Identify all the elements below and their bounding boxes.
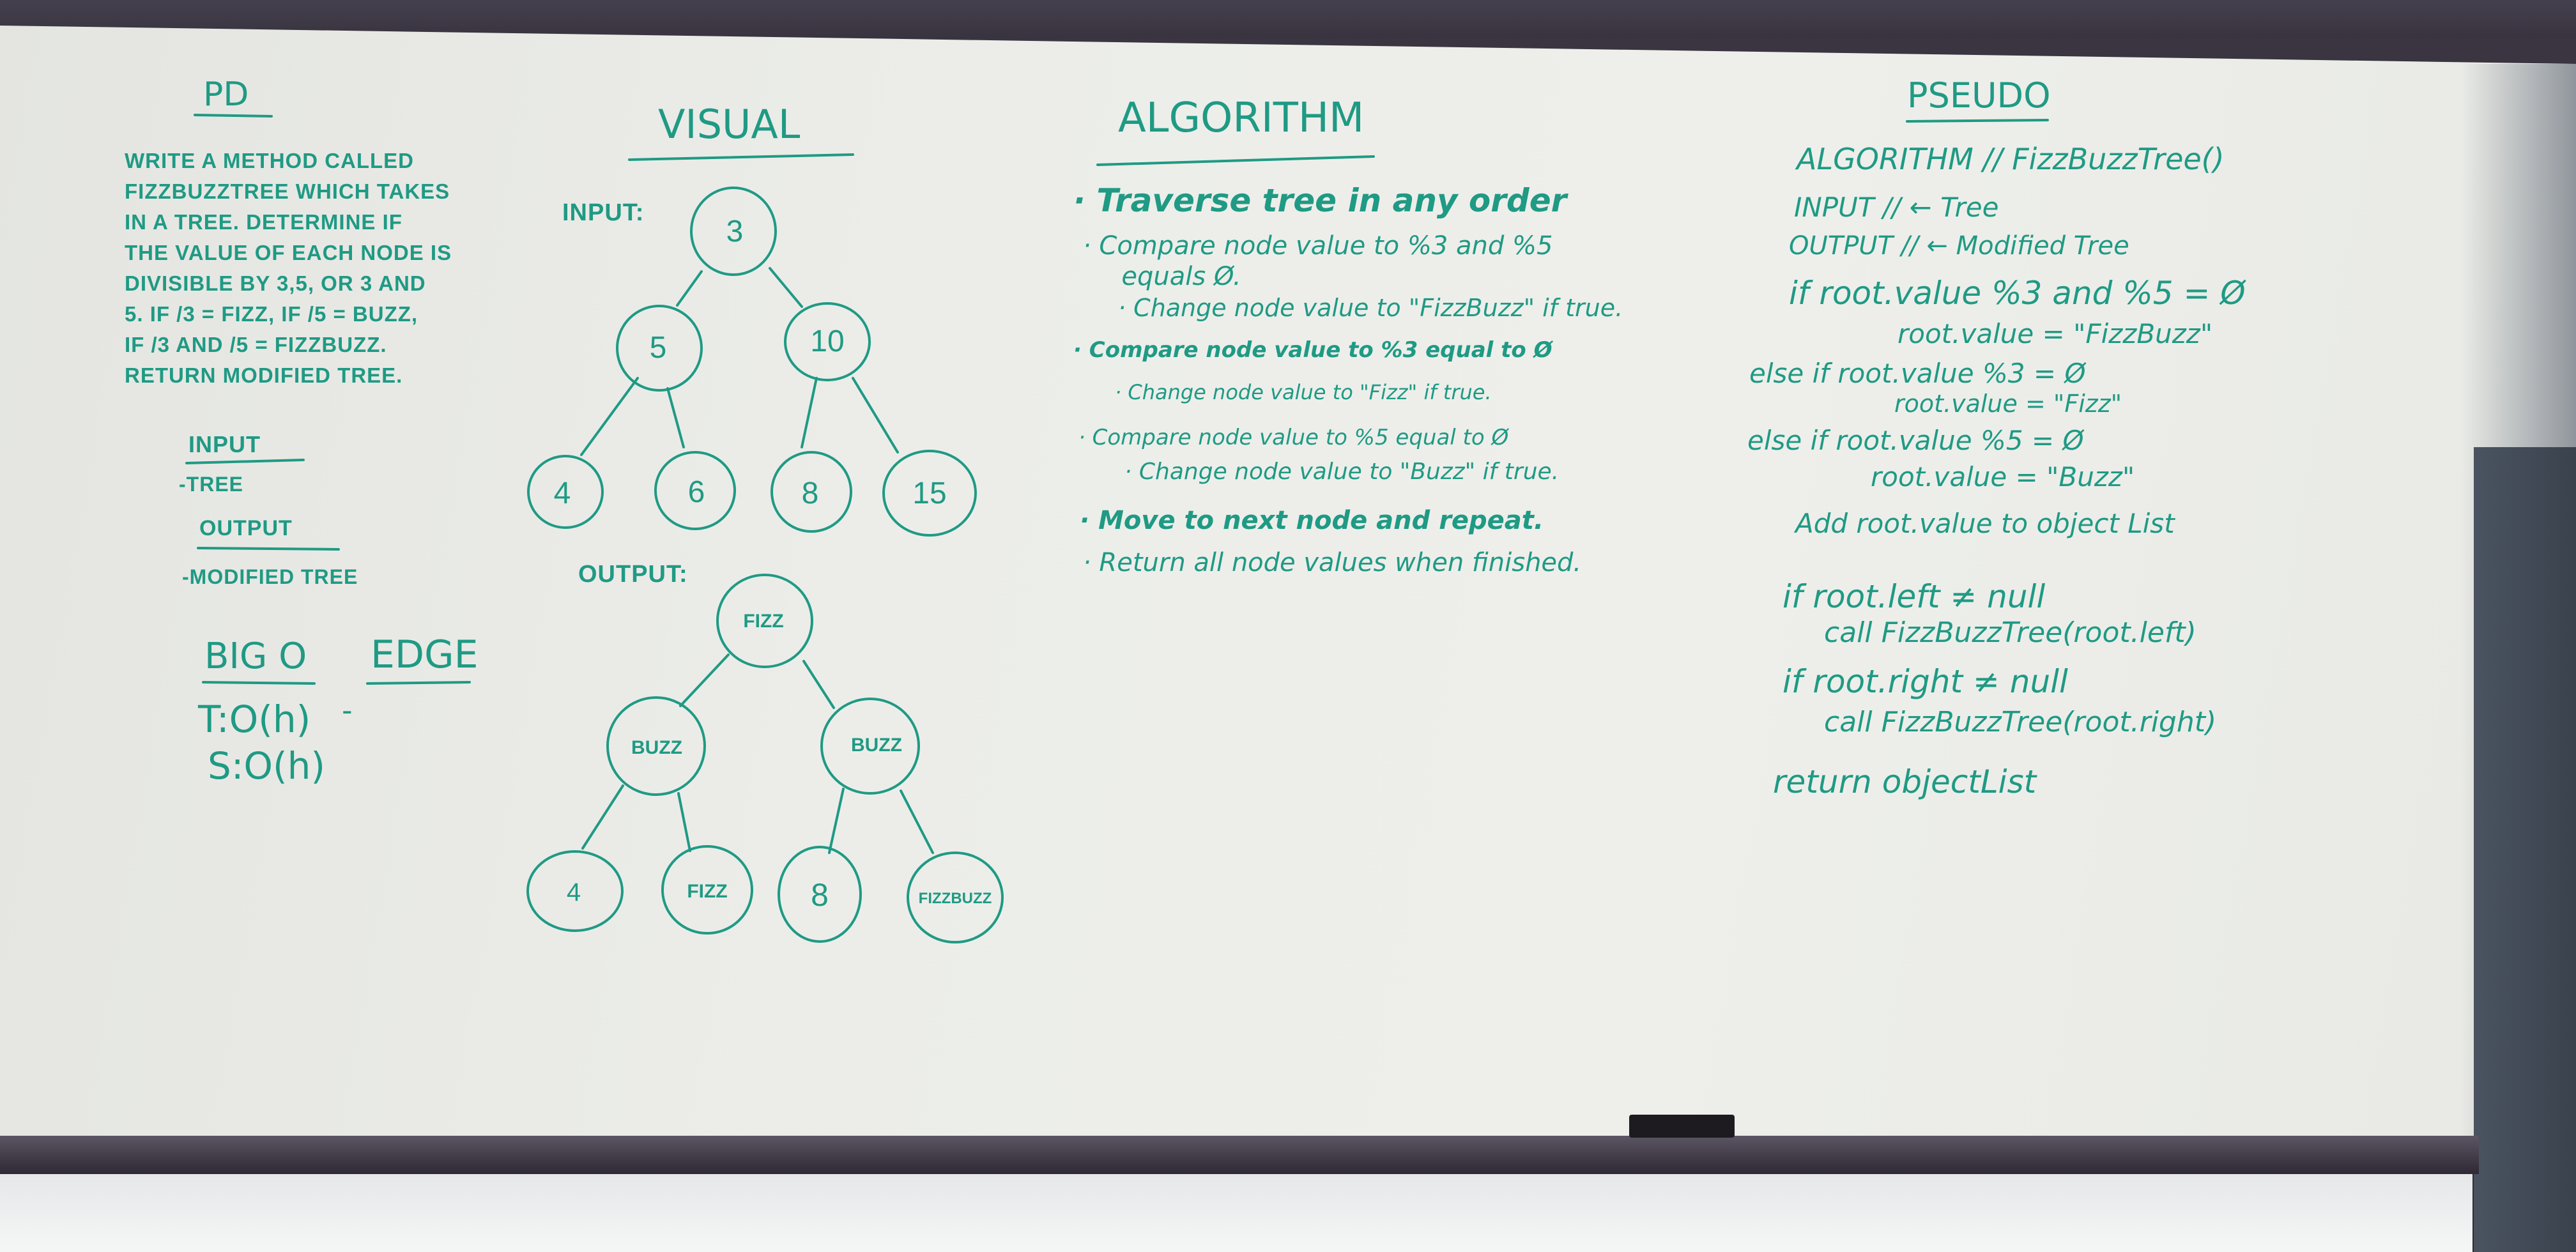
node-value: 8 — [811, 877, 829, 913]
pd-input-heading: INPUT — [188, 431, 261, 457]
pseudo-line: root.value = "Buzz" — [1871, 461, 2135, 492]
whiteboard — [0, 26, 2576, 1140]
bigo-heading: BIG O — [204, 636, 307, 677]
node-value: 4 — [554, 477, 571, 510]
input-tree-edges — [580, 267, 899, 456]
pseudo-line: if root.left ≠ null — [1782, 578, 2046, 615]
pseudo-line: else if root.value %3 = Ø — [1749, 358, 2086, 389]
pd-line: WRITE A METHOD CALLED — [125, 149, 415, 172]
tree-node — [654, 451, 736, 530]
node-value: BUZZ — [631, 737, 682, 758]
time-complexity: T:O(h) — [198, 698, 311, 741]
pseudo-line: OUTPUT // ← Modified Tree — [1789, 231, 2129, 261]
pseudo-line: if root.right ≠ null — [1782, 663, 2068, 700]
node-value: 4 — [567, 878, 581, 906]
edge-heading: EDGE — [371, 632, 479, 677]
pseudo-line: root.value = "FizzBuzz" — [1897, 318, 2213, 349]
marker-tray — [0, 1136, 2479, 1174]
pseudo-line: ALGORITHM // FizzBuzzTree() — [1797, 142, 2225, 176]
pseudo-heading: PSEUDO — [1907, 75, 2051, 116]
pd-line: RETURN MODIFIED TREE. — [125, 363, 403, 387]
visual-heading: VISUAL — [658, 101, 801, 148]
pd-output-value: -MODIFIED TREE — [182, 565, 358, 588]
node-value: 8 — [802, 477, 819, 510]
pd-input-value: -TREE — [179, 473, 243, 496]
tree-node — [606, 696, 706, 796]
pseudo-line: call FizzBuzzTree(root.right) — [1824, 706, 2217, 738]
tree-node — [616, 305, 703, 392]
algorithm-step: · Traverse tree in any order — [1073, 182, 1567, 219]
wall-below — [0, 1174, 2472, 1252]
algorithm-step: · Compare node value to %3 equal to Ø — [1073, 337, 1552, 363]
space-complexity: S:O(h) — [208, 744, 326, 788]
node-value: 10 — [810, 324, 844, 358]
node-value: 3 — [726, 215, 744, 248]
tree-node — [526, 850, 624, 932]
node-value: 5 — [650, 331, 667, 365]
pseudo-line: Add root.value to object List — [1795, 508, 2175, 539]
pseudo-line: call FizzBuzzTree(root.left) — [1824, 616, 2196, 649]
algorithm-step: · Compare node value to %5 equal to Ø — [1078, 425, 1509, 450]
algorithm-step: · Change node value to "Buzz" if true. — [1124, 459, 1560, 485]
tree-node — [690, 187, 777, 276]
output-tree-edges — [581, 653, 934, 854]
pd-line: IN A TREE. DETERMINE IF — [125, 210, 402, 234]
algorithm-step: · Return all node values when finished. — [1083, 548, 1582, 577]
eraser — [1629, 1115, 1735, 1138]
tree-node — [784, 302, 871, 381]
edge-value: - — [342, 693, 353, 728]
pseudo-line: INPUT // ← Tree — [1794, 192, 1999, 223]
node-value: FIZZ — [687, 881, 727, 902]
pd-line: THE VALUE OF EACH NODE IS — [125, 241, 452, 264]
pd-line: 5. IF /3 = FIZZ, IF /5 = BUZZ, — [125, 302, 418, 326]
pseudo-line: else if root.value %5 = Ø — [1747, 425, 2084, 456]
tree-node — [770, 451, 852, 533]
algorithm-step: · Change node value to "FizzBuzz" if tru… — [1118, 294, 1623, 322]
node-value: 15 — [912, 477, 946, 510]
pd-line: FIZZBUZZTREE WHICH TAKES — [125, 179, 450, 203]
pd-heading: PD — [203, 75, 249, 114]
node-value: FIZZBUZZ — [919, 890, 992, 907]
tree-node — [778, 846, 862, 943]
tree-node — [716, 574, 813, 668]
pd-problem-text: WRITE A METHOD CALLED FIZZBUZZTREE WHICH… — [125, 146, 452, 391]
algorithm-heading: ALGORITHM — [1118, 95, 1365, 142]
tree-node — [820, 698, 920, 795]
pseudo-line: if root.value %3 and %5 = Ø — [1789, 275, 2246, 312]
algorithm-step: · Move to next node and repeat. — [1080, 506, 1544, 535]
tree-node — [882, 450, 977, 537]
tree-node — [907, 851, 1004, 943]
algorithm-step: equals Ø. — [1105, 262, 1241, 291]
input-tree-label: INPUT: — [562, 199, 645, 226]
tree-node — [527, 455, 604, 529]
output-tree-label: OUTPUT: — [578, 561, 688, 588]
node-value: FIZZ — [743, 611, 783, 632]
node-value: BUZZ — [851, 735, 902, 756]
node-value: 6 — [688, 475, 705, 509]
algorithm-step: · Change node value to "Fizz" if true. — [1115, 380, 1492, 404]
tree-node — [661, 845, 753, 935]
pseudo-line: root.value = "Fizz" — [1894, 390, 2122, 418]
pd-output-heading: OUTPUT — [199, 516, 293, 540]
pd-line: DIVISIBLE BY 3,5, OR 3 AND — [125, 271, 426, 295]
algorithm-step: · Compare node value to %3 and %5 — [1083, 231, 1553, 261]
wall-panel — [2474, 447, 2576, 1252]
pd-line: IF /3 AND /5 = FIZZBUZZ. — [125, 333, 387, 356]
pseudo-line: return objectList — [1773, 763, 2037, 800]
